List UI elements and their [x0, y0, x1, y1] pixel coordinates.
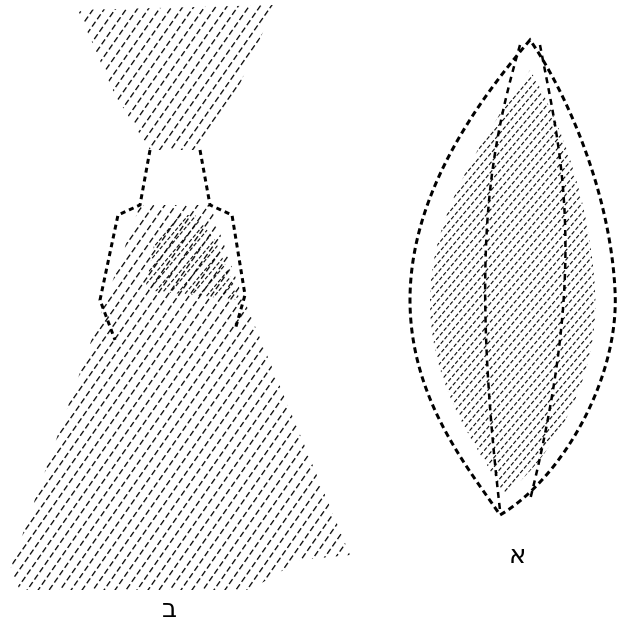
figure-b-label: ב: [162, 596, 177, 622]
figure-a-inner-fill: [430, 70, 595, 495]
figure-b-top-fan: [78, 5, 275, 150]
figure-b-drawing: [10, 5, 350, 590]
figure-a-label: א: [509, 542, 526, 568]
figure-a-drawing: [410, 40, 615, 515]
